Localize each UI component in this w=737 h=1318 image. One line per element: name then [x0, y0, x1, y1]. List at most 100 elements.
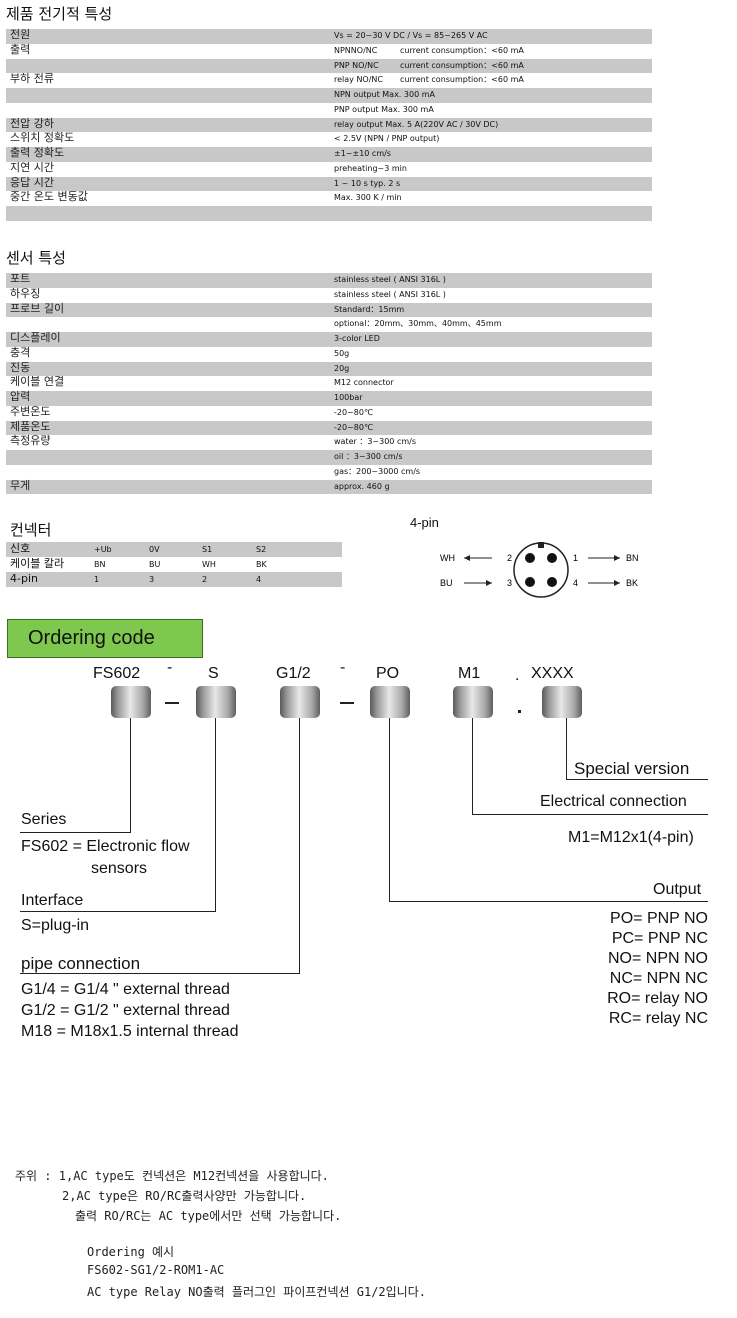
row-label: 충격 — [10, 345, 31, 359]
table-row: 포트 stainless steel ( ANSI 316L ) — [6, 272, 652, 288]
code-separator-3: . — [515, 667, 520, 684]
connector-cell: WH — [202, 560, 216, 569]
output-label: Output — [653, 881, 702, 898]
output-option: RO= relay NO — [607, 990, 708, 1007]
connector-cell: 1 — [94, 575, 100, 584]
output-option: NC= NPN NC — [609, 970, 708, 987]
pin-3-label: 3 — [507, 578, 512, 588]
code-special: XXXX — [531, 665, 574, 682]
row-label: 케이블 연결 — [10, 375, 65, 389]
note-line-2: 2,AC type은 RO/RC출력사양만 가능합니다. — [62, 1189, 307, 1203]
row-value: -20~80℃ — [334, 407, 373, 417]
connector-row-label: 4-pin — [10, 572, 38, 585]
leader-interface-v — [215, 718, 216, 911]
row-value: stainless steel ( ANSI 316L ) — [334, 275, 446, 284]
row-value: water ：3~300 cm/s — [334, 437, 416, 447]
note-line-3: 출력 RO/RC는 AC type에서만 선택 가능합니다. — [75, 1209, 342, 1223]
connector-cell: S1 — [202, 545, 213, 554]
leader-series-v — [130, 718, 131, 832]
row-value: 50g — [334, 348, 350, 358]
pin-2-dot — [525, 553, 535, 563]
row-label: 출력 — [10, 42, 31, 56]
row-value: 3-color LED — [334, 334, 380, 343]
pipe-option-2: G1/2 = G1/2 " external thread — [21, 1002, 230, 1019]
slot-dash-2 — [340, 702, 354, 704]
row-value: relay NO/NC — [334, 75, 383, 85]
code-slot-electrical — [453, 686, 493, 718]
code-interface: S — [208, 665, 219, 682]
code-pipe: G1/2 — [276, 665, 311, 682]
series-label: Series — [21, 811, 67, 828]
row-label: 프로브 길이 — [10, 301, 65, 315]
row-label: 주변온도 — [10, 404, 51, 418]
connector-cell: BU — [149, 560, 161, 569]
connector-cell: BN — [94, 560, 106, 569]
table-row: 디스플레이 3-color LED — [6, 331, 652, 347]
row-label: 무게 — [10, 478, 31, 492]
table-row: 주변온도 -20~80℃ — [6, 404, 652, 421]
row-value: Vs = 20~30 V DC / Vs = 85~265 V AC — [334, 31, 488, 40]
connector-cell: 0V — [149, 545, 160, 554]
code-slot-interface — [196, 686, 236, 718]
ordering-code-button[interactable]: Ordering code — [7, 619, 203, 658]
row-value: Max. 300 K / min — [334, 193, 402, 203]
section-title-sensor: 센서 특성 — [6, 249, 66, 267]
output-option: PO= PNP NO — [610, 910, 708, 927]
wire-bk-label: BK — [626, 578, 638, 588]
row-value: ±1~±10 cm/s — [334, 149, 391, 158]
output-option: RC= relay NC — [608, 1010, 708, 1027]
leader-series-h — [20, 832, 131, 833]
row-label: 지연 시간 — [10, 160, 54, 174]
pin-1-label: 1 — [573, 553, 578, 563]
row-label: 하우징 — [10, 286, 41, 300]
table-row — [6, 206, 652, 221]
row-label: 부하 전류 — [10, 72, 54, 86]
code-series: FS602 — [93, 665, 141, 682]
row-value: -20~80℃ — [334, 422, 373, 432]
connector-outline — [513, 542, 569, 598]
row-value: < 2.5V (NPN / PNP output) — [334, 134, 440, 144]
wire-wh-label: WH — [440, 553, 455, 563]
table-row: gas：200~3000 cm/s — [6, 465, 652, 480]
connector-cell: 4 — [256, 575, 262, 584]
wire-bn-label: BN — [626, 553, 639, 563]
row-label: 전원 — [10, 28, 31, 41]
table-row: 출력 정확도±1~±10 cm/s — [6, 146, 652, 162]
note-example-code: FS602-SG1/2-ROM1-AC — [87, 1263, 225, 1277]
row-value: stainless steel ( ANSI 316L ) — [334, 289, 446, 299]
note-example-title: Ordering 예시 — [87, 1245, 175, 1259]
row-label: 디스플레이 — [10, 331, 61, 344]
special-version-label: Special version — [574, 759, 690, 778]
series-desc-line2: sensors — [91, 860, 148, 877]
leader-pipe-h — [20, 973, 300, 974]
row-label: 제품온도 — [10, 419, 51, 433]
row-label: 중간 온도 변동값 — [10, 190, 88, 204]
table-row: 충격 50g — [6, 345, 652, 362]
slot-dot — [518, 710, 521, 713]
connector-cell: +Ub — [94, 545, 112, 554]
leader-electrical-h — [472, 814, 708, 815]
pipe-option-1: G1/4 = G1/4 " external thread — [21, 981, 230, 998]
table-row: 제품온도 -20~80℃ — [6, 419, 652, 436]
output-options: PO= PNP NO PC= PNP NC NO= NPN NO NC= NPN… — [607, 909, 708, 1029]
note-line-1: 주위 : 1,AC type도 컨넥션은 M12컨넥션을 사용합니다. — [15, 1169, 329, 1183]
note-example-desc: AC type Relay NO출력 플러그인 파이프컨넥션 G1/2입니다. — [87, 1285, 426, 1299]
row-label: 응답 시간 — [10, 175, 54, 189]
row-label: 포트 — [10, 272, 31, 285]
electrical-connection-label: Electrical connection — [540, 793, 687, 810]
row-label: 압력 — [10, 390, 31, 403]
leader-output-v — [389, 718, 390, 901]
table-row: optional：20mm、30mm、40mm、45mm — [6, 317, 652, 332]
slot-dash-1 — [165, 702, 179, 704]
row-label: 측정유량 — [10, 434, 51, 448]
row-value: NPN output Max. 300 mA — [334, 90, 435, 99]
